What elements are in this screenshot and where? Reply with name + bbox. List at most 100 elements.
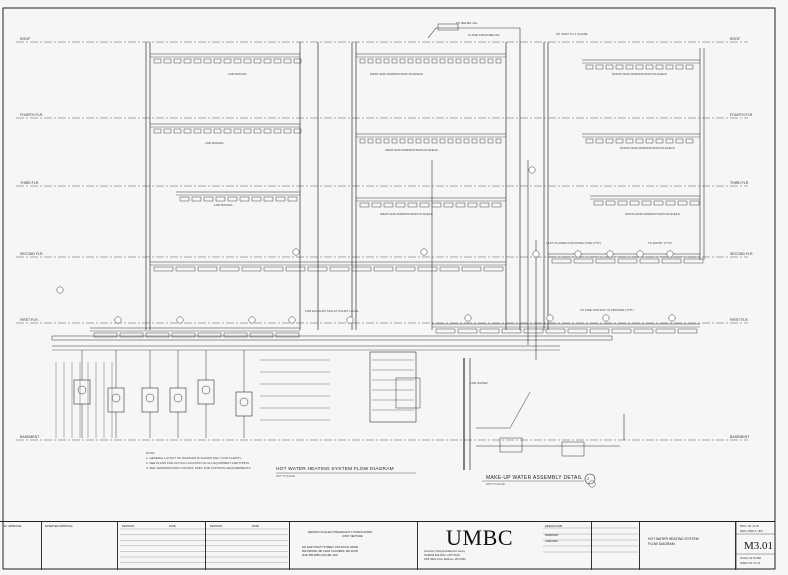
fourth-lab-unit-12	[273, 128, 282, 134]
first-west-unit-5	[223, 332, 248, 338]
first-east-unit-3	[501, 328, 522, 334]
tb-firm-addr2: BALTIMORE, MD 21202 COLUMBIA, MD 21045	[302, 550, 358, 553]
fourth-lab-unit-13	[283, 128, 292, 134]
third-lab-unit-9	[287, 196, 298, 202]
first-west-unit-2	[145, 332, 170, 338]
first-east-unit-4	[523, 328, 544, 334]
roof-west-unit-1	[367, 58, 374, 64]
fourth-north-unit-6	[645, 138, 654, 144]
level-label-fourth-right: FOURTH FLR.	[730, 113, 754, 117]
third-west-unit-1	[371, 202, 382, 208]
tag-bubble-1	[176, 316, 184, 324]
tb-no-approval: NO. APPROVAL	[3, 525, 22, 528]
third-north-unit-7	[677, 200, 688, 206]
fourth-west-unit-5	[399, 138, 406, 144]
boiler-burner-4	[201, 385, 211, 395]
boiler-2	[141, 387, 159, 413]
fourth-west-unit-3	[383, 138, 390, 144]
roof-north-unit-10	[685, 64, 694, 70]
notes-heading: NOTE:	[146, 451, 156, 455]
tag-bubble-4	[346, 316, 354, 324]
fourth-west-unit-16	[487, 138, 494, 144]
zone-label-lab-spaces-4: LAB SPACES	[205, 141, 224, 145]
fourth-north-unit-4	[625, 138, 634, 144]
tb-design-label: DESIGN FIRM	[545, 525, 563, 528]
third-lab-unit-1	[191, 196, 202, 202]
roof-north-unit-1	[595, 64, 604, 70]
roof-north-unit-5	[635, 64, 644, 70]
fourth-west-unit-7	[415, 138, 422, 144]
fourth-north-unit-9	[675, 138, 684, 144]
makeup-tank	[499, 437, 523, 453]
boiler-burner-2	[145, 393, 155, 403]
roof-west-unit-11	[447, 58, 454, 64]
fourth-west-unit-4	[391, 138, 398, 144]
third-north-unit-6	[665, 200, 676, 206]
roof-north-unit-6	[645, 64, 654, 70]
roof-north-unit-9	[675, 64, 684, 70]
fourth-north-unit-5	[635, 138, 644, 144]
third-west-unit-11	[491, 202, 502, 208]
zone-label-west-admin-3: WEST END ADMINISTRATION AREAS	[380, 212, 433, 216]
third-north-unit-5	[653, 200, 664, 206]
zone-label-lab-spaces-3: LAB SPACES	[214, 203, 233, 207]
tb-firm-col: DESIGN COLLECTIVE/FACILITY ASSOCIATES JO…	[290, 522, 418, 570]
roof-lab-unit-10	[253, 58, 262, 64]
third-lab-unit-7	[263, 196, 274, 202]
second-unit-12	[417, 266, 438, 272]
tb-scale: SCALE: AS NOTED	[740, 557, 762, 560]
third-north-unit-2	[617, 200, 628, 206]
first-east-unit-5	[545, 328, 566, 334]
second-north-unit-1	[573, 258, 594, 264]
fourth-lab-unit-10	[253, 128, 262, 134]
umbc-logo: UMBC	[446, 525, 514, 550]
tb-firm-addr1: 601 EAST PRATT STREET 1700 ROYAL DRIVE	[302, 546, 359, 549]
tb-sheet-of: SHEET NO. OF 32	[740, 562, 761, 565]
diagram-title-main: HOT WATER HEATING SYSTEM FLOW DIAGRAM	[276, 467, 394, 472]
level-label-first-left: FIRST FLR.	[20, 318, 39, 322]
roof-north-unit-4	[625, 64, 634, 70]
roof-west-unit-3	[383, 58, 390, 64]
fourth-west-unit-13	[463, 138, 470, 144]
tb-firm-phone: (410) 685-6655 (410) 381-1101	[302, 554, 339, 557]
zone-label-west-admin-4: WEST END ADMINISTRATION AREAS	[385, 148, 438, 152]
second-north-unit-2	[595, 258, 616, 264]
roof-lab-unit-2	[173, 58, 182, 64]
note-3: 3. SEE TEMPERATURE CONTROL SPEC FOR CONT…	[146, 466, 252, 470]
second-unit-7	[307, 266, 328, 272]
tb-sheet-number: M3.01	[744, 540, 774, 552]
tb-sheet-title-2: FLOW DIAGRAM	[648, 542, 675, 546]
tb-sheet-title-1: HOT WATER HEATING SYSTEM	[648, 537, 699, 541]
callout-close: CLOSE FROM BELOW	[468, 33, 500, 37]
second-unit-10	[373, 266, 394, 272]
roof-west-unit-5	[399, 58, 406, 64]
third-north-unit-3	[629, 200, 640, 206]
fourth-west-unit-11	[447, 138, 454, 144]
roof-lab-unit-4	[193, 58, 202, 64]
fourth-west-unit-2	[375, 138, 382, 144]
fourth-lab-unit-9	[243, 128, 252, 134]
note-2: 2. SEE PLANS FOR ACTUAL LOCATION OF ALL …	[146, 461, 250, 465]
tag-bubble-6	[546, 314, 554, 322]
second-unit-3	[219, 266, 240, 272]
roof-north-unit-8	[665, 64, 674, 70]
sheet-border	[2, 7, 776, 570]
roof-lab-unit-3	[183, 58, 192, 64]
second-unit-5	[263, 266, 284, 272]
boiler-0	[73, 379, 91, 405]
tag-bubble-2	[248, 316, 256, 324]
third-lab-unit-3	[215, 196, 226, 202]
basement-header-band	[51, 335, 613, 341]
third-lab-unit-8	[275, 196, 286, 202]
boiler-burner-1	[111, 393, 121, 403]
tag-bubble-17	[56, 286, 64, 294]
fourth-west-unit-10	[439, 138, 446, 144]
roof-collector	[427, 27, 521, 42]
fourth-north-unit-8	[665, 138, 674, 144]
first-west-unit-7	[275, 332, 300, 338]
fourth-lab-unit-0	[153, 128, 162, 134]
fourth-lab-unit-1	[163, 128, 172, 134]
fourth-lab-unit-3	[183, 128, 192, 134]
second-north-unit-5	[661, 258, 682, 264]
